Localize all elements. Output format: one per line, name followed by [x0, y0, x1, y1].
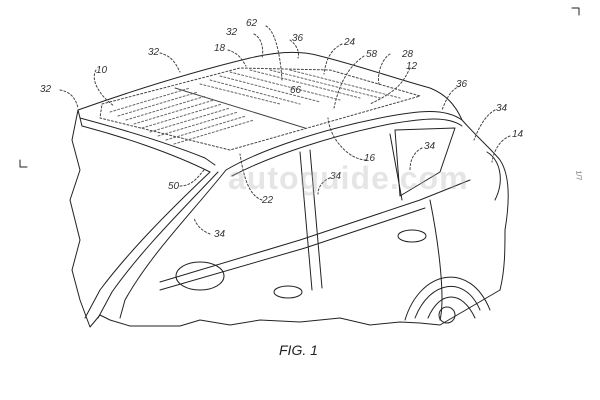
ref-numeral: 32: [40, 84, 52, 95]
ref-numeral: 24: [344, 37, 356, 48]
a-pillar: [84, 171, 211, 319]
ref-numeral: 34: [496, 103, 508, 114]
ref-numeral: 34: [330, 171, 342, 182]
watermark: autoguide.com: [228, 160, 469, 196]
ref-numeral: 32: [148, 47, 160, 58]
figure-caption: FIG. 1: [279, 342, 318, 358]
roof-rail: [225, 111, 463, 171]
ref-numeral: 14: [512, 129, 524, 140]
ref-numeral: 34: [424, 141, 436, 152]
solar-panel-outline: [99, 67, 421, 151]
ref-numeral: 66: [290, 85, 302, 96]
rear-body: [461, 119, 509, 291]
rear-door-handle: [397, 229, 427, 243]
wheel-arch: [404, 276, 491, 321]
beltline: [159, 179, 471, 283]
corner-mark-top-right: [571, 7, 580, 16]
leader-lines: [59, 25, 511, 235]
c-pillar: [389, 133, 403, 201]
ref-numeral: 18: [214, 43, 226, 54]
corner-mark-bottom-left: [19, 159, 28, 168]
sheet-number: 1/7: [574, 170, 582, 181]
roof-outline: [77, 51, 463, 121]
wheel-hub: [438, 306, 456, 324]
side-mirror: [175, 261, 225, 291]
panel-slats: [109, 69, 401, 145]
rear-door-window: [394, 127, 456, 197]
ref-numeral: 58: [366, 49, 378, 60]
ref-numeral: 16: [364, 153, 376, 164]
ref-numeral: 28: [402, 49, 414, 60]
ref-numeral: 10: [96, 65, 108, 76]
ref-numeral: 36: [456, 79, 468, 90]
ref-numeral: 32: [226, 27, 238, 38]
front-door-handle: [273, 285, 303, 299]
b-pillar: [299, 151, 313, 291]
ref-numeral: 34: [214, 229, 226, 240]
ref-numeral: 50: [168, 181, 180, 192]
ref-numeral: 12: [406, 61, 418, 72]
cut-edge: [69, 109, 111, 328]
ref-numeral: 62: [246, 18, 258, 29]
ref-numeral: 22: [262, 195, 274, 206]
ref-numeral: 36: [292, 33, 304, 44]
bottom-cut-edge: [109, 289, 501, 327]
